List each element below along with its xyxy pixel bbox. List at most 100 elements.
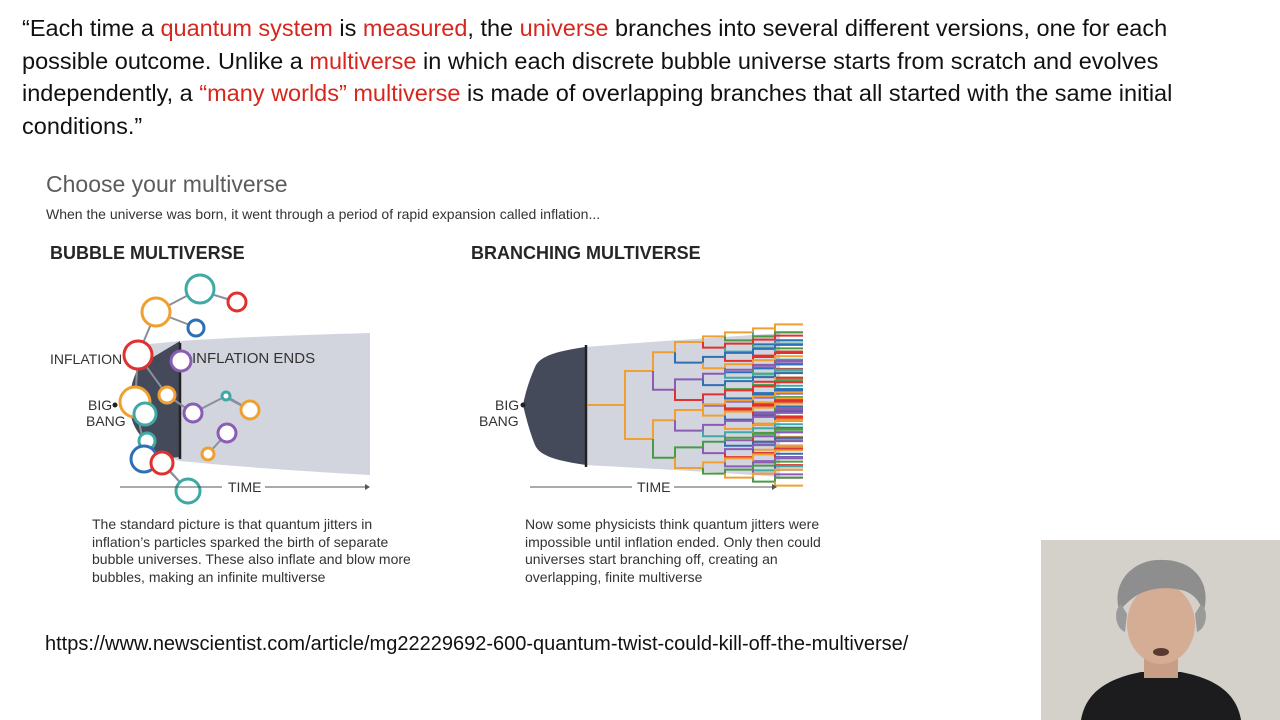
branch-line xyxy=(774,381,803,387)
branch-line xyxy=(752,364,775,370)
branch-line xyxy=(674,420,703,432)
branch-line xyxy=(674,446,703,458)
highlight-quantum-system: quantum system xyxy=(160,15,333,41)
bubble-purple-far xyxy=(216,422,238,444)
branch-line xyxy=(702,447,725,455)
branch-line xyxy=(624,405,653,440)
branch-line xyxy=(752,464,775,470)
branch-line xyxy=(774,402,803,408)
branching-bang-label: BANG xyxy=(479,413,519,429)
branch-line xyxy=(702,355,725,363)
branch-line xyxy=(752,406,775,412)
branch-line xyxy=(752,453,775,459)
bubble-bang-label: BANG xyxy=(86,413,126,429)
branch-line xyxy=(724,399,753,405)
branch-line xyxy=(674,457,703,469)
branch-line xyxy=(724,380,753,386)
branch-line xyxy=(724,373,753,379)
branch-line xyxy=(702,440,725,448)
branch-line xyxy=(752,444,775,450)
branch-line xyxy=(724,419,753,425)
branch-line xyxy=(652,439,675,459)
branch-line xyxy=(724,356,753,362)
bubble-purple-mid xyxy=(169,349,193,373)
branch-line xyxy=(724,448,753,454)
branch-line xyxy=(702,467,725,475)
branch-line xyxy=(752,376,775,382)
branch-line xyxy=(774,481,803,487)
branch-line xyxy=(724,441,753,447)
branch-line xyxy=(752,327,775,333)
branch-line xyxy=(774,476,803,482)
branching-time-label: TIME xyxy=(637,479,671,495)
branch-line xyxy=(724,331,753,337)
bubble-teal-bottom xyxy=(174,477,202,505)
branch-line xyxy=(702,379,725,387)
branch-line xyxy=(752,347,775,353)
bubble-time-label: TIME xyxy=(228,479,262,495)
presenter-video xyxy=(1041,540,1280,720)
branch-line xyxy=(774,391,803,397)
branch-line xyxy=(724,468,753,474)
figure-drawing xyxy=(112,273,803,505)
branch-line xyxy=(724,347,753,353)
highlight-many-worlds: “many worlds” multiverse xyxy=(199,80,461,106)
highlight-measured: measured xyxy=(362,15,468,41)
bubble-teal-top xyxy=(184,273,216,305)
branch-line xyxy=(752,427,775,433)
bubble-big-label: BIG xyxy=(88,397,113,413)
branch-line xyxy=(752,395,775,401)
branch-line xyxy=(702,342,725,349)
branch-line xyxy=(774,449,803,455)
branch-line xyxy=(774,423,803,429)
branching-tree xyxy=(588,323,803,487)
branch-line xyxy=(752,477,775,483)
source-link[interactable]: https://www.newscientist.com/article/mg2… xyxy=(45,633,909,655)
branching-caption: Now some physicists think quantum jitter… xyxy=(525,516,821,585)
branch-line xyxy=(702,362,725,370)
branch-line xyxy=(752,472,775,478)
quote-text: “Each time a quantum system is measured,… xyxy=(22,15,1173,139)
branch-line xyxy=(724,453,753,459)
branch-line xyxy=(774,355,803,361)
branch-line xyxy=(724,336,753,342)
bubble-caption: The standard picture is that quantum jit… xyxy=(92,516,411,585)
branch-line xyxy=(702,335,725,343)
branching-big-label: BIG xyxy=(495,397,520,413)
branch-line xyxy=(774,460,803,466)
branch-line xyxy=(774,468,803,474)
bubble-orange-far xyxy=(239,399,261,421)
highlight-universe: universe xyxy=(519,15,609,41)
branch-line xyxy=(702,430,725,438)
bubble-orange-low xyxy=(200,446,216,462)
figure-subtitle: When the universe was born, it went thro… xyxy=(46,206,601,222)
branch-line xyxy=(674,409,703,421)
branch-line xyxy=(724,436,753,442)
figure-title: Choose your multiverse xyxy=(46,171,288,197)
branch-line xyxy=(774,334,803,340)
bubble-teal-small xyxy=(220,390,232,402)
branch-line xyxy=(774,323,803,329)
branch-line xyxy=(674,341,703,353)
branch-line xyxy=(724,462,753,468)
branch-line xyxy=(774,428,803,434)
bubble-heading: BUBBLE MULTIVERSE xyxy=(50,243,245,263)
branch-line xyxy=(724,351,753,357)
branch-line xyxy=(774,440,803,446)
branch-line xyxy=(752,338,775,344)
branch-line xyxy=(724,389,753,395)
branch-line xyxy=(752,359,775,365)
bubble-red-low xyxy=(149,450,175,476)
branch-line xyxy=(774,343,803,349)
branch-line xyxy=(702,393,725,400)
bubble-purple-right xyxy=(182,402,204,424)
branch-line xyxy=(702,410,725,417)
branch-line xyxy=(724,431,753,437)
highlight-multiverse: multiverse xyxy=(309,47,417,74)
branch-line xyxy=(624,370,653,405)
branch-line xyxy=(724,410,753,416)
bubbles xyxy=(118,273,261,505)
branch-line xyxy=(702,403,725,411)
branch-line xyxy=(774,411,803,417)
branching-heading: BRANCHING MULTIVERSE xyxy=(471,243,701,263)
